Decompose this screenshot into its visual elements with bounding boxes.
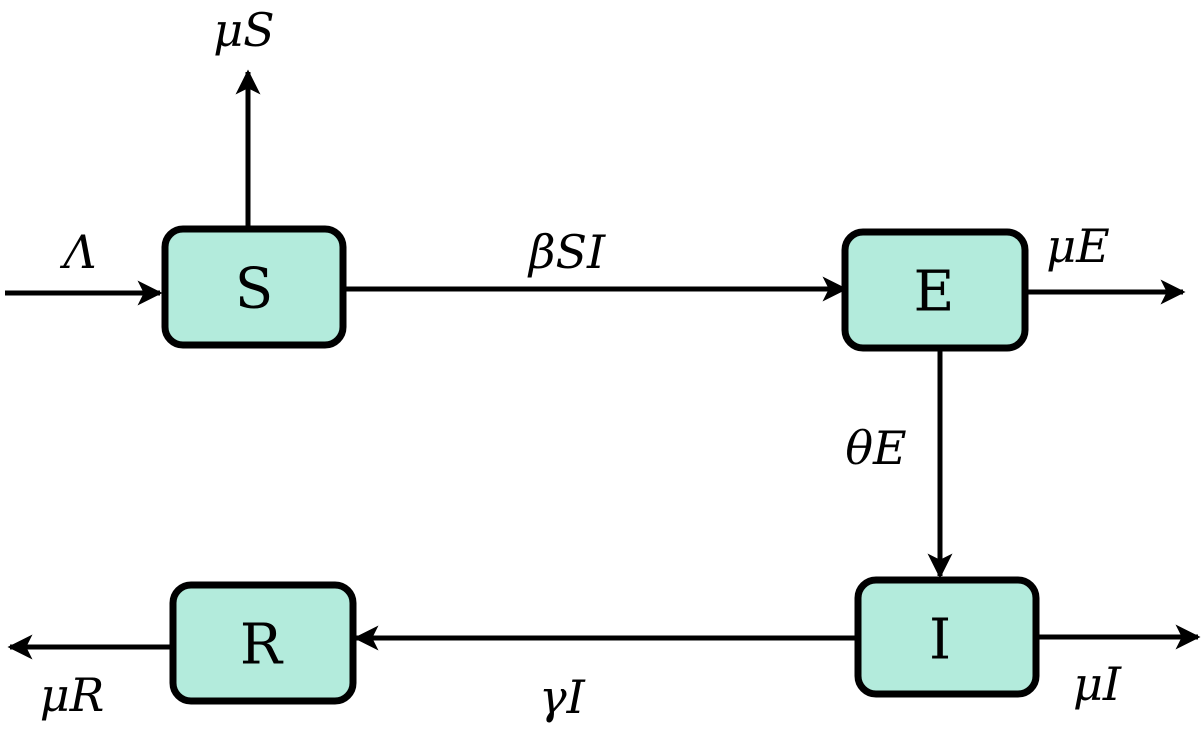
compartment-i-label: I: [929, 608, 951, 673]
rate-death-i-label: μI: [1073, 657, 1122, 711]
compartment-s-box: [161, 225, 347, 349]
compartment-r-label: R: [240, 613, 284, 678]
compartment-e-box: [841, 228, 1029, 352]
compartment-s: S: [161, 225, 347, 349]
rate-recovery-label: γI: [539, 670, 585, 724]
compartment-i-box: [854, 576, 1040, 698]
rate-progression-label: θE: [845, 421, 906, 475]
compartment-r-box: [169, 581, 357, 705]
rate-death-e-label: μE: [1046, 219, 1109, 273]
rate-infection-label: βSI: [527, 225, 606, 279]
compartment-i: I: [854, 576, 1040, 698]
compartment-r: R: [169, 581, 357, 705]
compartment-e: E: [841, 228, 1029, 352]
rate-death-r-label: μR: [40, 668, 105, 722]
rate-death-s-label: μS: [213, 3, 274, 57]
compartment-e-label: E: [914, 260, 955, 325]
compartment-s-label: S: [235, 257, 273, 322]
rate-inflow-label: Λ: [59, 225, 96, 279]
